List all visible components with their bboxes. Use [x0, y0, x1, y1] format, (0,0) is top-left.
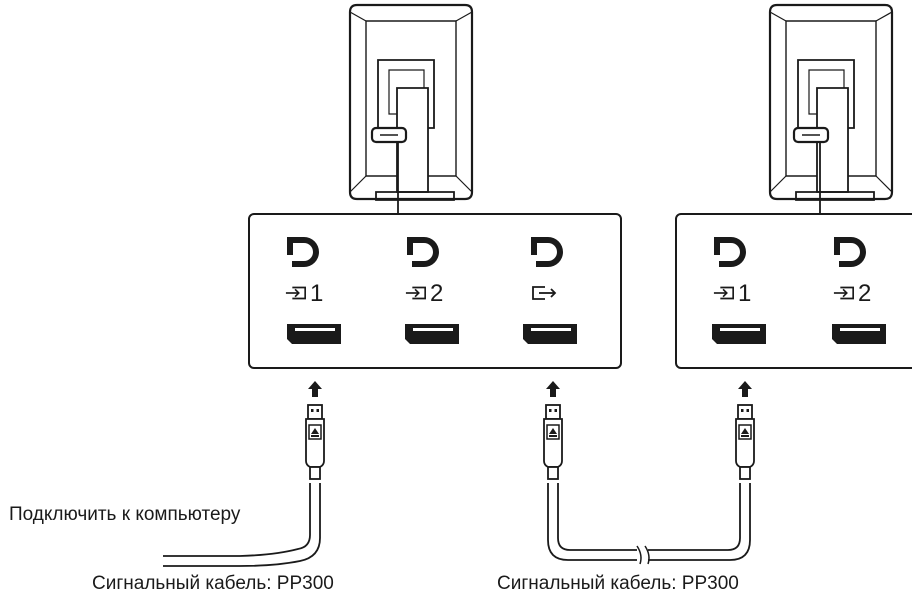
displayport-socket-icon: [712, 324, 766, 344]
port-1-input-2: 2: [405, 237, 459, 344]
monitor-1-back: [348, 3, 474, 214]
port-number: 2: [430, 280, 443, 307]
cable-label-right: Сигнальный кабель: PP300: [497, 573, 739, 594]
displayport-plug-icon: [305, 381, 325, 480]
port-2-input-1: 1: [712, 237, 766, 344]
port-2-input-2: 2: [832, 237, 886, 344]
port-number: 1: [738, 280, 751, 307]
connect-to-pc-label: Подключить к компьютеру: [9, 504, 241, 525]
daisy-chain-cable: [547, 483, 751, 565]
pc-cable: [163, 483, 321, 567]
displayport-socket-icon: [287, 324, 341, 344]
cable-label-left: Сигнальный кабель: PP300: [92, 573, 334, 594]
displayport-socket-icon: [832, 324, 886, 344]
displayport-socket-icon: [405, 324, 459, 344]
port-number: 1: [310, 280, 323, 307]
monitor-2-back: [768, 3, 894, 214]
port-panel-1: 1 2: [248, 213, 622, 369]
port-panel-2: 1 2: [675, 213, 912, 369]
displayport-plug-icon: [735, 381, 755, 480]
displayport-plug-icon: [543, 381, 563, 480]
displayport-socket-icon: [523, 324, 577, 344]
port-1-input-1: 1: [285, 237, 341, 344]
port-number: 2: [858, 280, 871, 307]
